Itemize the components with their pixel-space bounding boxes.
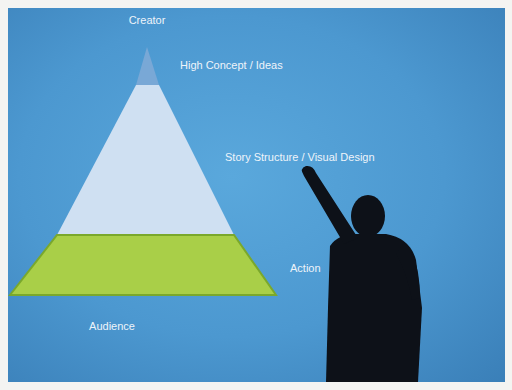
pyramid-apex-label: Creator — [129, 14, 166, 27]
pyramid-base-label: Audience — [89, 320, 135, 333]
pyramid-base-band — [10, 235, 276, 295]
pyramid-middle-band — [57, 85, 234, 235]
tier-label: High Concept / Ideas — [180, 59, 283, 72]
pyramid-top-band — [136, 47, 159, 85]
projection-photo: CreatorHigh Concept / IdeasStory Structu… — [8, 8, 505, 382]
tier-label: Action — [290, 262, 321, 275]
tier-label: Story Structure / Visual Design — [225, 151, 375, 164]
